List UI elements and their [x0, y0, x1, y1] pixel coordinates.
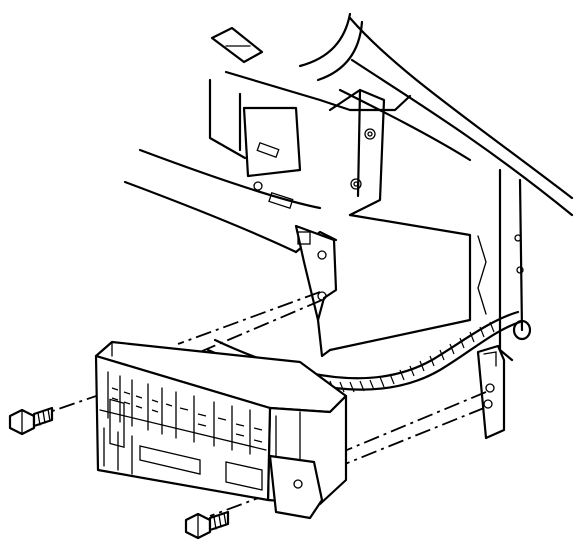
bolt-left	[8, 406, 54, 436]
body-panel	[123, 12, 574, 362]
bolt-right	[184, 510, 230, 540]
mounting-bracket	[294, 224, 506, 440]
fuse-relay-center	[94, 340, 348, 520]
